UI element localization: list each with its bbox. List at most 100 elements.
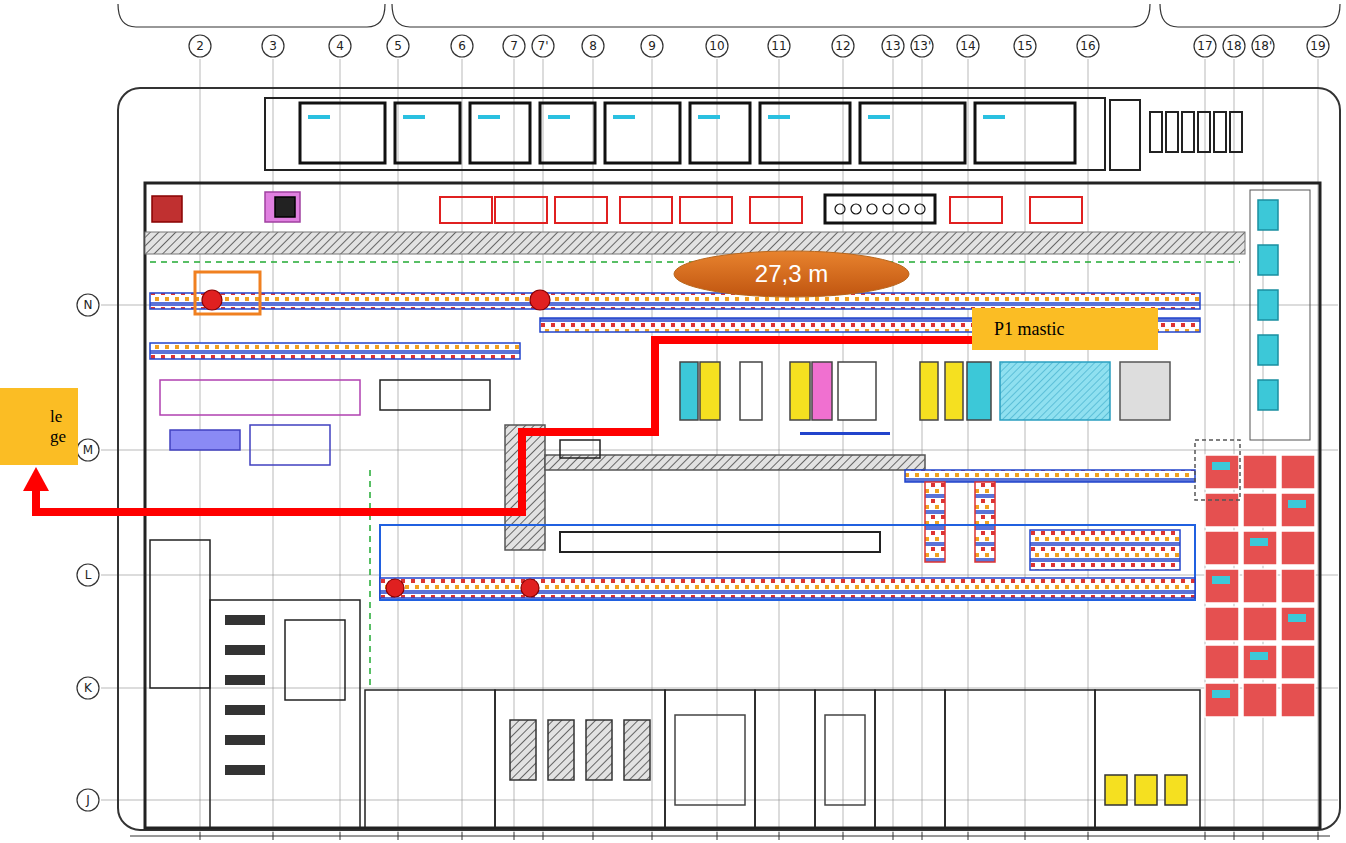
rack — [440, 197, 492, 223]
office-room — [605, 103, 680, 163]
workstation — [967, 362, 991, 420]
line-frame — [380, 525, 1195, 600]
storage-cell — [1205, 455, 1239, 489]
grid-bubble — [1307, 35, 1329, 57]
station — [160, 380, 360, 415]
dimension-tick — [1205, 832, 1206, 840]
rack — [620, 197, 672, 223]
storage-cell — [1205, 645, 1239, 679]
column-number: 8 — [589, 40, 597, 52]
storage-cell — [1281, 683, 1315, 717]
stair-step — [225, 735, 265, 745]
grid-line — [101, 688, 1338, 689]
rack — [510, 720, 536, 780]
office-room — [690, 103, 750, 163]
grid-bubble — [882, 35, 904, 57]
dimension-tick — [462, 832, 463, 840]
cabinet-slot — [883, 204, 893, 214]
grid-line — [1025, 59, 1026, 832]
zone — [1000, 362, 1110, 420]
office-room — [860, 103, 965, 163]
conveyor — [905, 470, 1195, 482]
grid-bubble — [1014, 35, 1036, 57]
conveyor — [150, 293, 1200, 309]
grid-bubble — [451, 35, 473, 57]
turntable — [530, 290, 550, 310]
column-number: 13' — [913, 40, 932, 52]
dimension-tick — [652, 832, 653, 840]
cabinet — [825, 195, 935, 223]
room-tag — [613, 115, 635, 119]
rack — [1030, 197, 1082, 223]
locker — [1166, 112, 1178, 152]
storage-tag — [1288, 500, 1306, 508]
equipment — [285, 620, 345, 700]
rack — [680, 197, 732, 223]
column-number: 11 — [771, 40, 786, 52]
column-number: 17 — [1197, 40, 1212, 52]
dimension-tick — [593, 832, 594, 840]
equipment — [1258, 290, 1278, 320]
stair — [1110, 100, 1140, 170]
node-text: P1 mastic — [994, 319, 1065, 340]
grid-bubble — [77, 564, 99, 586]
grid-bubble — [532, 35, 554, 57]
dimension-tick — [1025, 832, 1026, 840]
conveyor — [975, 482, 995, 562]
column-number: 2 — [196, 40, 204, 52]
stair-step — [225, 615, 265, 625]
equipment — [560, 532, 880, 552]
workstation — [945, 362, 963, 420]
dimension-tick — [1234, 832, 1235, 840]
grid-bubble — [911, 35, 933, 57]
column-number: 7 — [510, 40, 518, 52]
grid-line — [340, 59, 341, 832]
equipment — [265, 192, 300, 222]
column-number: 3 — [269, 40, 277, 52]
column-number: 10 — [709, 40, 724, 52]
rack — [548, 720, 574, 780]
grid-bubble — [329, 35, 351, 57]
grid-line — [779, 59, 780, 832]
workstation — [680, 362, 698, 420]
grid-bubble — [189, 35, 211, 57]
equipment — [1120, 362, 1170, 420]
storage-cell — [1205, 683, 1239, 717]
dimension-tick — [273, 832, 274, 840]
dimension-tick — [543, 832, 544, 840]
column-number: 19 — [1310, 40, 1325, 52]
grid-line — [922, 59, 923, 832]
grid-line — [843, 59, 844, 832]
dimension-tick — [398, 832, 399, 840]
storage-tag — [1212, 462, 1230, 470]
cabinet-slot — [835, 204, 845, 214]
grid-bubble — [387, 35, 409, 57]
axis-bracket — [1160, 4, 1340, 27]
turntable — [521, 579, 539, 597]
stair-step — [225, 675, 265, 685]
grid-line — [273, 59, 274, 832]
grid-line — [1318, 59, 1319, 832]
building-outline — [118, 88, 1340, 830]
conveyor — [925, 482, 945, 562]
storage-cell — [1243, 569, 1277, 603]
zone — [1195, 440, 1240, 500]
office-room — [975, 103, 1075, 163]
station — [195, 272, 260, 314]
grid-bubble — [768, 35, 790, 57]
axis-bracket — [118, 4, 385, 27]
axis-bracket — [392, 4, 1150, 27]
storage-cell — [1205, 531, 1239, 565]
workstation — [920, 362, 938, 420]
room-tag — [698, 115, 720, 119]
grid-line — [1088, 59, 1089, 832]
equipment — [250, 425, 330, 465]
rack — [495, 197, 547, 223]
destination-tag: le ge — [0, 388, 78, 465]
workstation — [700, 362, 720, 420]
room — [755, 690, 815, 828]
equipment — [380, 380, 490, 410]
room — [150, 540, 210, 688]
grid-line — [398, 59, 399, 832]
